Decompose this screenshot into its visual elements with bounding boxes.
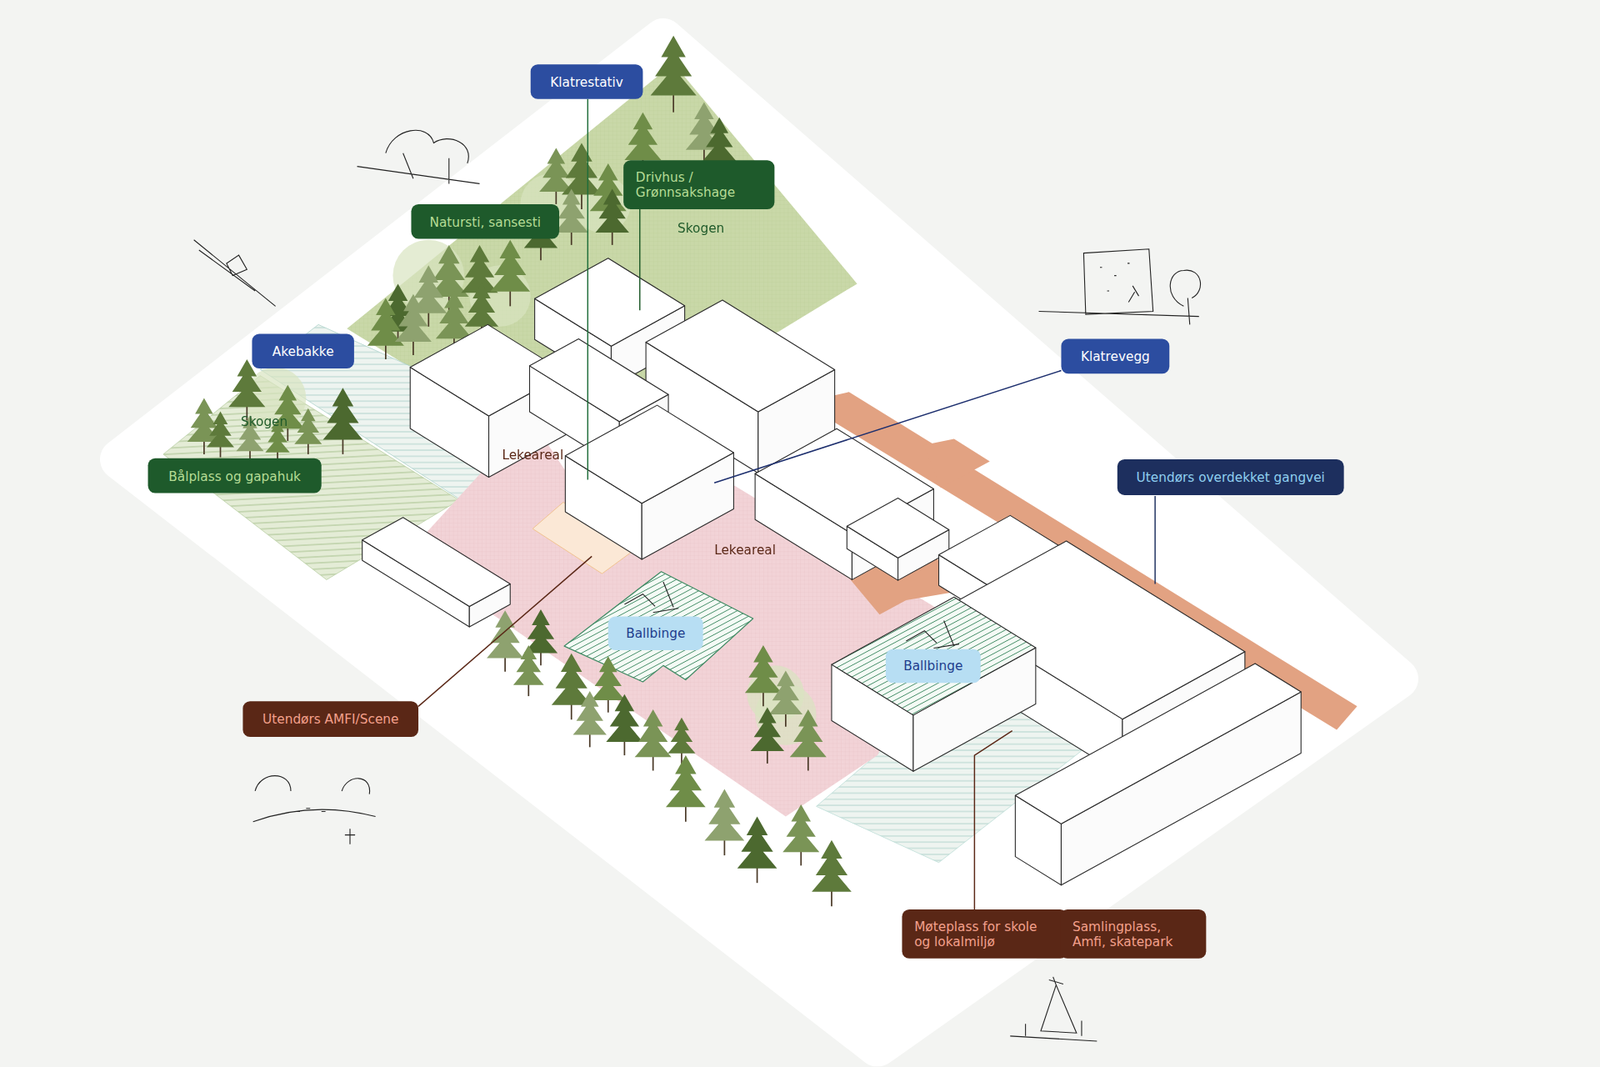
callout-text: Natursti, sansesti — [423, 214, 547, 230]
building-roof — [362, 517, 511, 607]
tree-glow — [245, 173, 817, 745]
tree — [395, 294, 432, 355]
tree — [665, 755, 706, 822]
ball-court — [564, 571, 754, 682]
area-label: Lekeareal — [501, 446, 564, 462]
area-label: Lekeareal — [714, 541, 776, 557]
callout-text: Klatrevegg — [1073, 348, 1157, 364]
covered-walkway — [923, 439, 990, 489]
forest-area — [346, 63, 857, 429]
building-roof — [565, 405, 734, 504]
callout-tag: Ballbinge — [608, 616, 704, 650]
tree — [667, 717, 695, 764]
callout-text: Samlingplass, Amfi, skatepark — [1072, 918, 1195, 950]
callout-tag: Bålplass og gapahuk — [148, 458, 322, 494]
callout-tag: Utendørs AMFI/Scene — [242, 700, 419, 737]
tree — [206, 410, 235, 457]
callout-tag: Klatrevegg — [1060, 339, 1170, 375]
buildings — [362, 258, 1302, 885]
callout-tag: Natursti, sansesti — [410, 204, 560, 240]
building-roof — [1015, 663, 1301, 824]
leader-line — [587, 99, 589, 480]
tree — [705, 789, 745, 856]
callout-tag: Møteplass for skole og lokalmiljø — [901, 909, 1067, 959]
leader-line — [974, 730, 1012, 910]
leader-line — [714, 370, 1061, 483]
leader-lines — [418, 99, 1155, 910]
tree — [750, 707, 785, 764]
site-plot — [120, 39, 1398, 1047]
callout-text: Klatrestativ — [542, 74, 630, 90]
callout-tag: Klatrestativ — [530, 64, 644, 100]
callout-text: Utendørs AMFI/Scene — [255, 710, 406, 726]
leader-line — [418, 555, 592, 706]
callout-text: Ballbinge — [898, 658, 969, 674]
forest — [187, 35, 737, 462]
callout-tag: Drivhus / Grønnsakshage — [623, 160, 775, 210]
tree — [513, 645, 545, 696]
tree — [605, 694, 643, 755]
tree — [650, 35, 697, 113]
tree — [811, 840, 852, 907]
tree — [790, 709, 827, 770]
tree — [294, 408, 322, 455]
callout-text: Ballbinge — [620, 625, 690, 641]
building-roof — [645, 300, 835, 412]
callout-text: Bålplass og gapahuk — [160, 467, 310, 483]
area-label: Skogen — [677, 220, 725, 235]
callout-text: Utendørs overdekket gangvei — [1130, 469, 1332, 485]
tree — [737, 816, 778, 884]
building-roof — [846, 498, 949, 559]
callout-text: Møteplass for skole og lokalmiljø — [914, 918, 1055, 950]
tree — [323, 387, 364, 455]
building-roof — [530, 339, 670, 422]
callout-tag: Ballbinge — [885, 649, 981, 683]
tree — [490, 240, 530, 307]
callout-text: Akebakke — [264, 343, 342, 359]
callout-text: Drivhus / Grønnsakshage — [635, 169, 763, 200]
callout-tag: Akebakke — [251, 333, 354, 369]
tree-row — [486, 609, 852, 906]
tree — [573, 690, 607, 747]
callout-tag: Utendørs overdekket gangvei — [1117, 459, 1345, 495]
tree — [782, 804, 820, 865]
callout-tag: Samlingplass, Amfi, skatepark — [1060, 909, 1206, 959]
leader-line — [639, 209, 640, 310]
area-label: Skogen — [240, 413, 288, 429]
ground — [120, 39, 1398, 1047]
building-roof — [831, 596, 1036, 715]
tree — [769, 670, 803, 726]
leader-line — [1154, 495, 1155, 584]
tree — [555, 189, 589, 245]
tree — [367, 298, 405, 360]
tree — [635, 709, 672, 770]
sketch — [194, 130, 1201, 1041]
